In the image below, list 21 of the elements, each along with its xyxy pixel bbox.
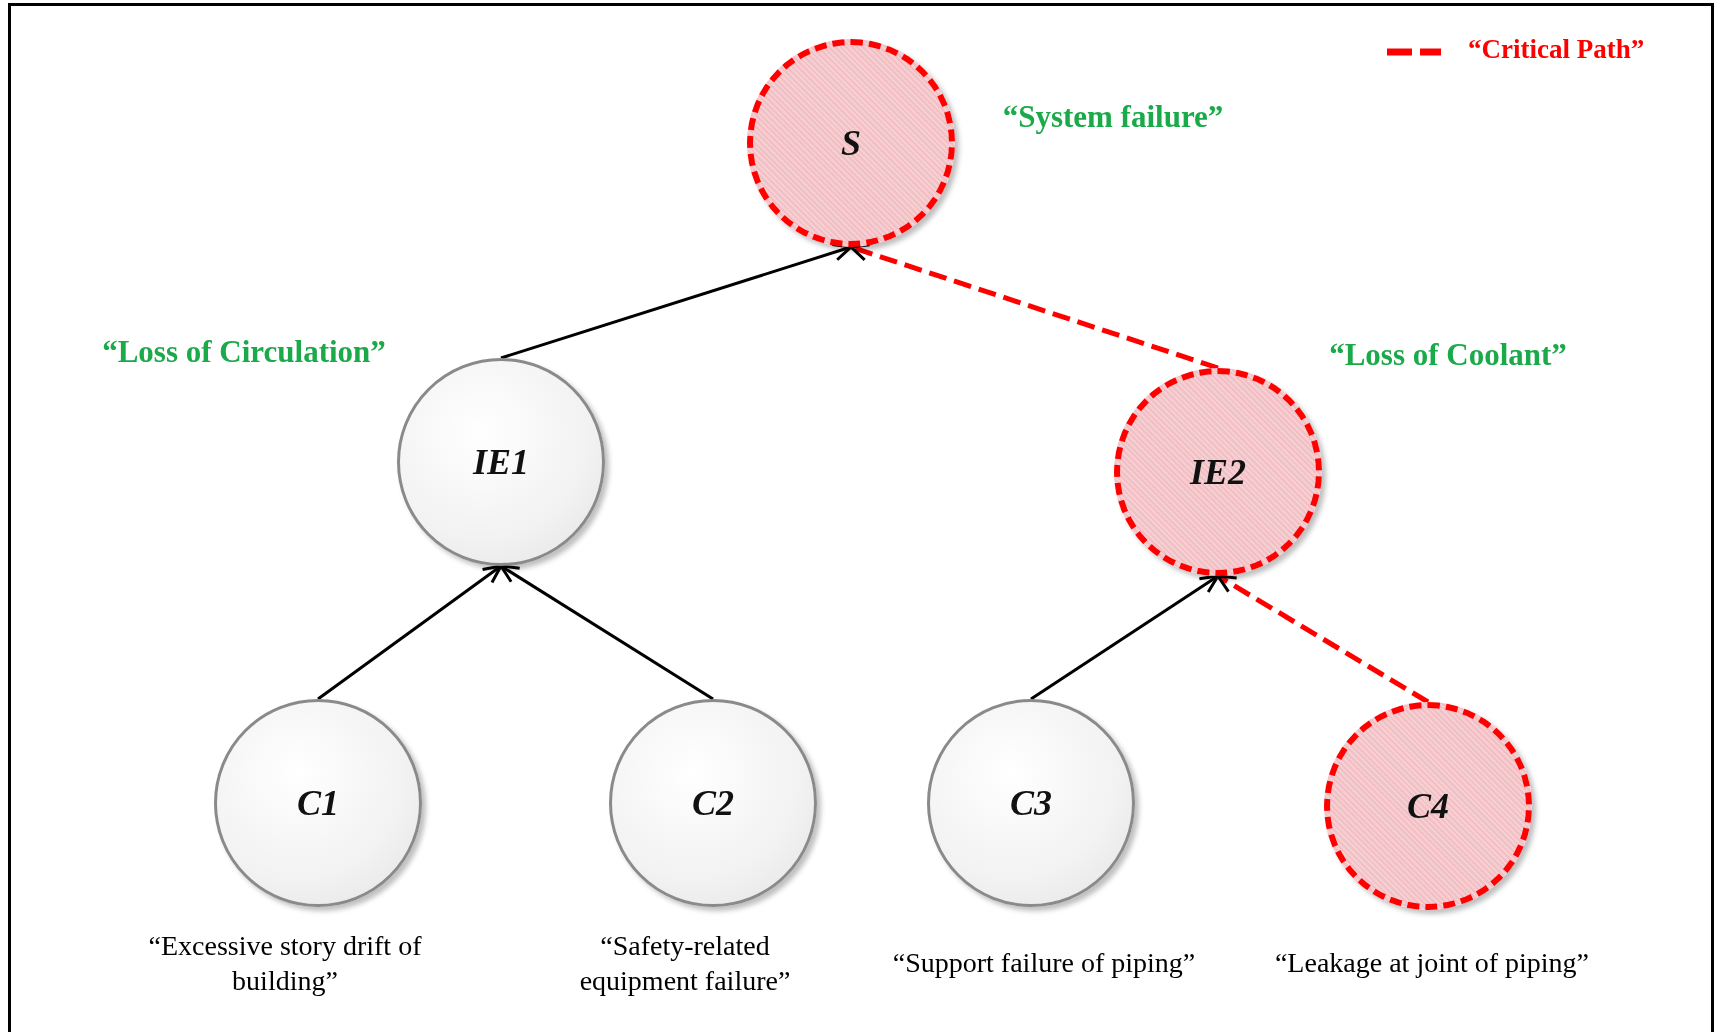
event-description: “Excessive story drift of building” (147, 929, 423, 998)
arrow (499, 564, 714, 701)
event-description: “Loss of Coolant” (1328, 335, 1568, 374)
event-description: “Loss of Circulation” (101, 332, 387, 371)
event-description: “Safety-related equipment failure” (578, 929, 792, 998)
event-label: S (841, 122, 861, 164)
event-label: IE2 (1190, 451, 1246, 493)
event-label: C2 (692, 782, 734, 824)
event-label: IE1 (473, 441, 529, 483)
event-label: C4 (1407, 785, 1449, 827)
legend-label: “Critical Path” (1468, 34, 1645, 65)
event-description: “System failure” (1001, 97, 1225, 136)
event-label: C3 (1010, 782, 1052, 824)
event-description: “Leakage at joint of piping” (1273, 945, 1591, 980)
arrow (1216, 573, 1430, 705)
arrow (317, 564, 503, 701)
event-label: C1 (297, 782, 339, 824)
arrow (849, 243, 1219, 371)
arrow (1030, 574, 1220, 701)
event-description: “Support failure of piping” (891, 945, 1197, 980)
arrow (500, 243, 853, 360)
